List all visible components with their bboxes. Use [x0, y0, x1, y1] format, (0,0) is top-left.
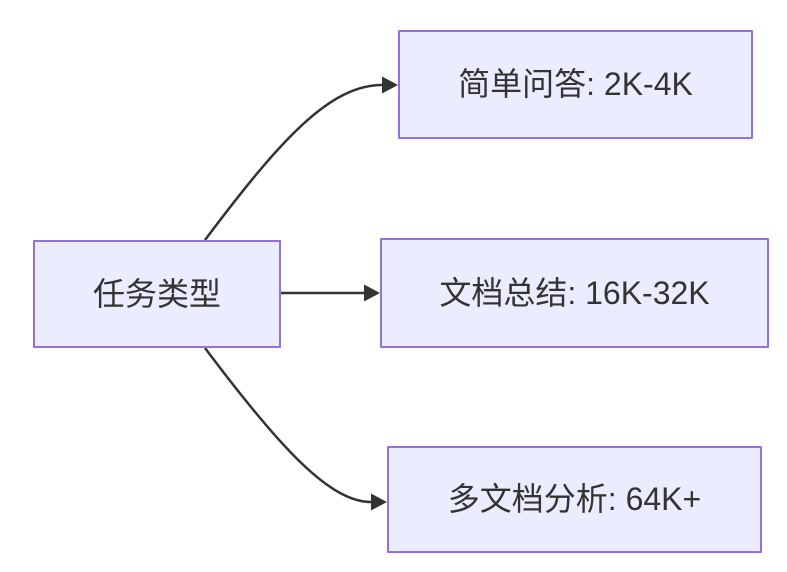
- edge-task-type-to-doc-summary: [281, 284, 380, 302]
- arrowhead-icon: [364, 284, 380, 302]
- edge-task-type-to-simple-qa: [204, 76, 398, 241]
- node-doc-summary: 文档总结: 16K-32K: [380, 238, 769, 348]
- node-doc-summary-label: 文档总结: 16K-32K: [439, 274, 710, 311]
- edge-task-type-to-multi-doc: [204, 347, 387, 511]
- node-multi-doc: 多文档分析: 64K+: [387, 446, 762, 553]
- edge-curve-top: [204, 83, 383, 241]
- node-simple-qa-label: 简单问答: 2K-4K: [458, 66, 693, 103]
- arrowhead-icon: [371, 493, 387, 511]
- node-simple-qa: 简单问答: 2K-4K: [398, 30, 753, 139]
- node-task-type: 任务类型: [33, 240, 281, 348]
- node-multi-doc-label: 多文档分析: 64K+: [447, 481, 702, 518]
- node-task-type-label: 任务类型: [92, 275, 221, 312]
- arrowhead-icon: [382, 76, 398, 94]
- edge-curve-bottom: [204, 347, 372, 504]
